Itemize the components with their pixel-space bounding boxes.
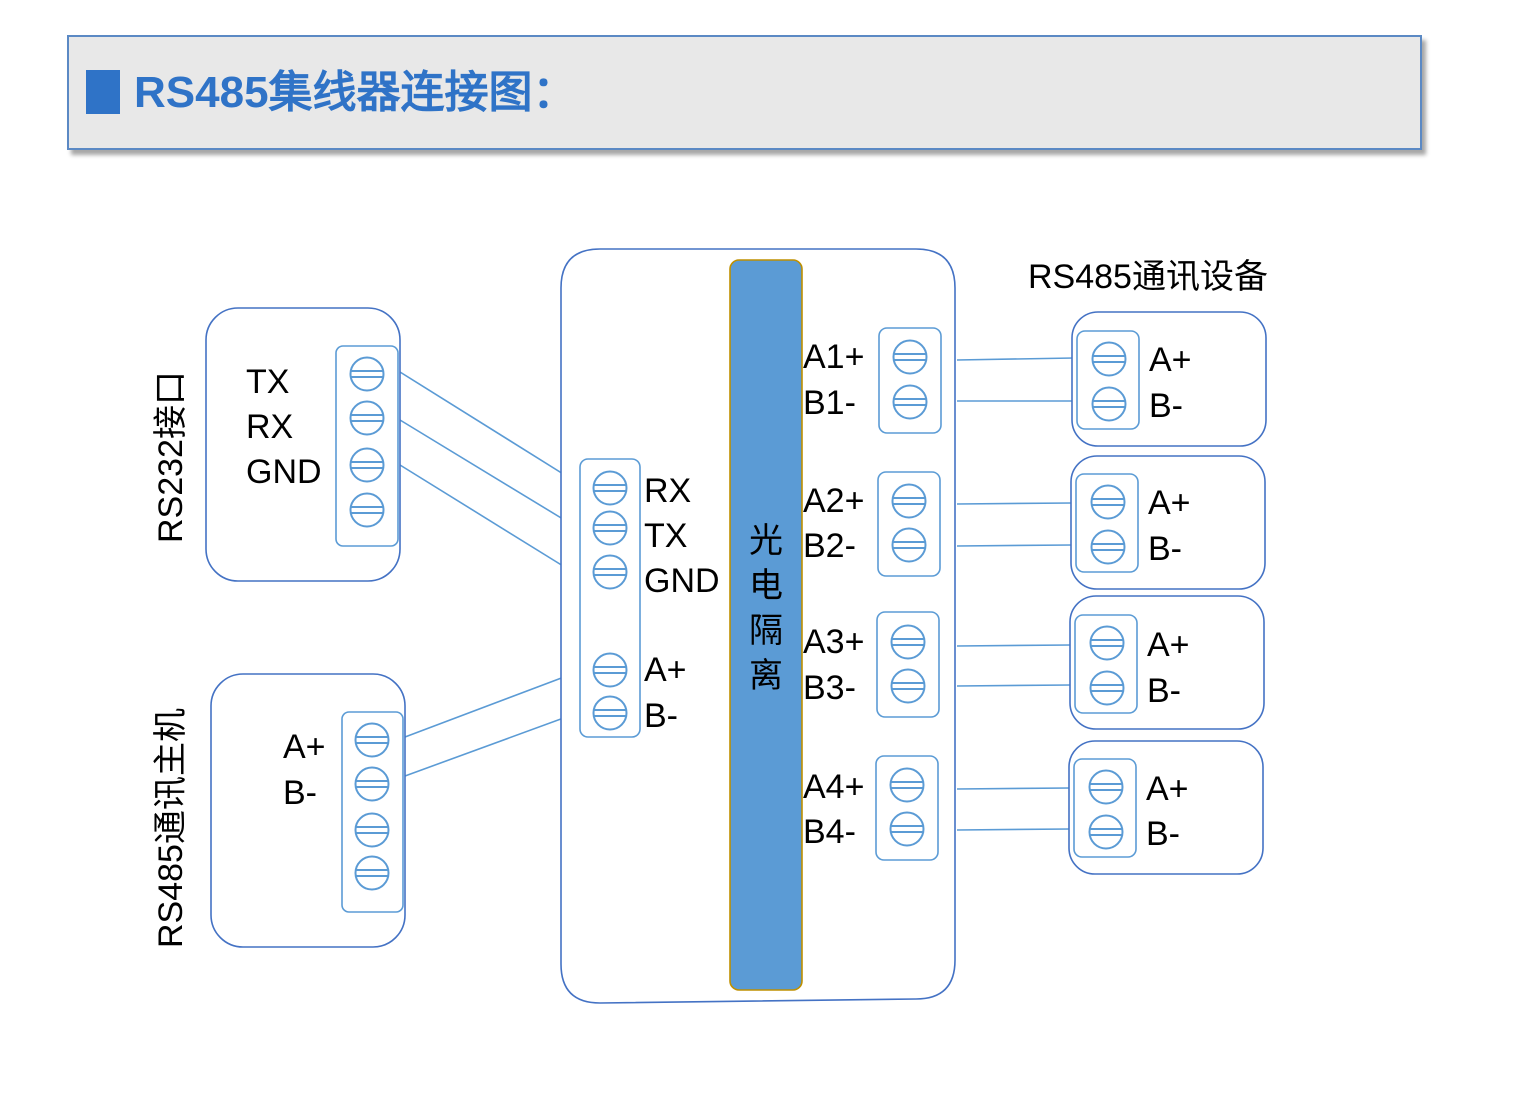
screw-icon xyxy=(892,339,928,375)
screw-icon xyxy=(889,767,925,803)
screw-icon xyxy=(1088,814,1124,850)
rs485-device-1: A+ B- xyxy=(1071,311,1267,447)
wire-port2-a xyxy=(956,502,1073,505)
screw-icon xyxy=(592,652,628,688)
screw-icon xyxy=(1091,341,1127,377)
screw-icon xyxy=(891,527,927,563)
wire-port4-b xyxy=(956,828,1071,831)
device-1-a: A+ xyxy=(1149,341,1192,379)
device-2-b: B- xyxy=(1148,530,1182,568)
device-4-a: A+ xyxy=(1146,770,1189,808)
host-pin-b: B- xyxy=(283,774,317,812)
hub-pin-a: A+ xyxy=(644,651,687,689)
rs232-pin-gnd: GND xyxy=(246,453,322,491)
wire-host-a xyxy=(404,670,581,738)
screw-icon xyxy=(592,695,628,731)
rs232-pin-rx: RX xyxy=(246,408,293,446)
hub-port-1-b: B1- xyxy=(803,384,856,422)
device-2-a: A+ xyxy=(1148,484,1191,522)
hub-port-3-b: B3- xyxy=(803,669,856,707)
screw-icon xyxy=(1090,529,1126,565)
host-pin-a: A+ xyxy=(283,728,326,766)
screw-icon xyxy=(354,722,390,758)
screw-icon xyxy=(592,510,628,546)
title-bullet xyxy=(86,70,120,114)
isolation-char: 光 xyxy=(749,522,783,560)
hub-port-4-a: A4+ xyxy=(803,768,864,806)
isolation-char: 离 xyxy=(749,657,783,695)
rs232-label: RS232接口 xyxy=(152,371,190,543)
hub-port-2-b: B2- xyxy=(803,527,856,565)
screw-icon xyxy=(349,492,385,528)
device-4-b: B- xyxy=(1146,815,1180,853)
wires xyxy=(399,357,1075,831)
screw-icon xyxy=(354,812,390,848)
isolation-char: 隔 xyxy=(749,612,783,650)
screw-icon xyxy=(592,470,628,506)
screw-icon xyxy=(354,855,390,891)
hub-port-1-a: A1+ xyxy=(803,338,864,376)
rs485-device-4: A+ B- xyxy=(1068,740,1264,875)
screw-icon xyxy=(354,766,390,802)
header-banner: RS485集线器连接图： xyxy=(67,35,1422,150)
hub-port-4-b: B4- xyxy=(803,813,856,851)
host-label: RS485通讯主机 xyxy=(152,708,190,948)
isolation-char: 电 xyxy=(749,567,783,605)
wire-host-b xyxy=(404,711,581,777)
wire-port2-b xyxy=(956,544,1073,547)
wire-port3-a xyxy=(956,644,1072,647)
rs232-pin-tx: TX xyxy=(246,363,289,401)
host-terminal-block xyxy=(341,711,404,913)
rs232-device: TX RX GND RS232接口 xyxy=(152,307,401,582)
screw-icon xyxy=(349,447,385,483)
screw-icon xyxy=(889,811,925,847)
hub-port-3-a: A3+ xyxy=(803,623,864,661)
wire-port3-b xyxy=(956,684,1072,687)
screw-icon xyxy=(891,483,927,519)
device-3-a: A+ xyxy=(1147,626,1190,664)
hub-device: 光 电 隔 离 RX TX GND A+ B- A1+ B1- A2+ B2- … xyxy=(560,248,956,1004)
screw-icon xyxy=(1089,625,1125,661)
wire-gnd-gnd xyxy=(399,464,577,575)
screw-icon xyxy=(1090,484,1126,520)
screw-icon xyxy=(592,554,628,590)
screw-icon xyxy=(1089,670,1125,706)
screw-icon xyxy=(349,356,385,392)
rs232-terminal-block xyxy=(335,345,399,547)
hub-pin-b: B- xyxy=(644,697,678,735)
screw-icon xyxy=(349,400,385,436)
devices-title: RS485通讯设备 xyxy=(1028,258,1268,296)
screw-icon xyxy=(890,668,926,704)
rs485-device-3: A+ B- xyxy=(1069,595,1265,730)
wire-rx-tx xyxy=(399,419,577,528)
rs485-device-2: A+ B- xyxy=(1070,455,1266,590)
hub-pin-gnd: GND xyxy=(644,562,720,600)
wire-port1-a xyxy=(956,357,1075,361)
rs485-host-device: A+ B- RS485通讯主机 xyxy=(152,673,406,948)
hub-port-2-a: A2+ xyxy=(803,482,864,520)
screw-icon xyxy=(1091,386,1127,422)
screw-icon xyxy=(1088,769,1124,805)
wire-port4-a xyxy=(956,787,1071,790)
device-3-b: B- xyxy=(1147,672,1181,710)
hub-pin-rx: RX xyxy=(644,472,691,510)
device-1-b: B- xyxy=(1149,387,1183,425)
hub-pin-tx: TX xyxy=(644,517,687,555)
isolation-bar xyxy=(729,259,803,991)
screw-icon xyxy=(890,624,926,660)
page-title: RS485集线器连接图： xyxy=(134,68,577,117)
wire-tx-rx xyxy=(399,371,577,483)
screw-icon xyxy=(892,384,928,420)
